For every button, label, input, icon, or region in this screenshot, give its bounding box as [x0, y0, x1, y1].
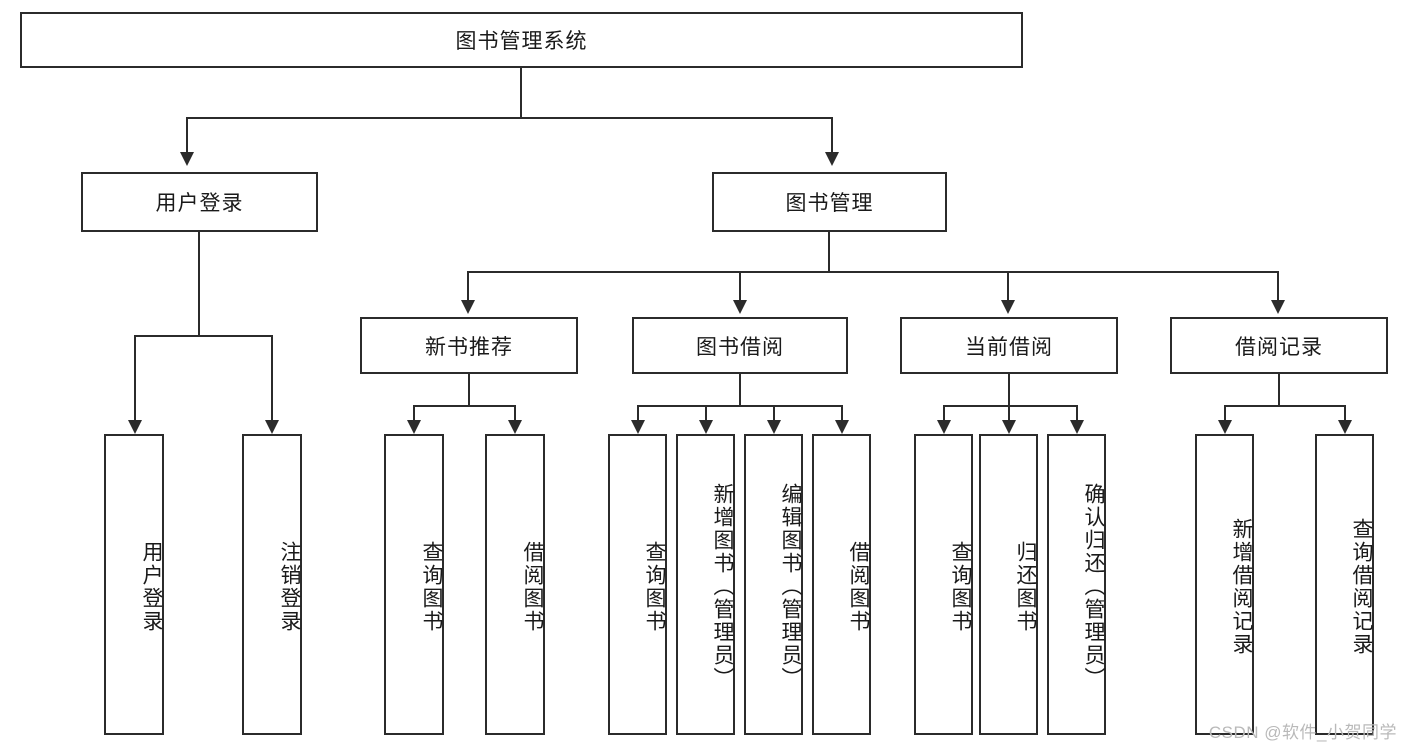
node-label: 查询图书	[420, 540, 443, 633]
edge-current-borrow-to-leaf-2	[1008, 405, 1010, 421]
edge-root-to-book-mgmt	[831, 117, 833, 153]
node-root-system[interactable]: 图书管理系统	[20, 12, 1023, 68]
node-label: 借阅记录	[1235, 335, 1323, 359]
arrowhead-current-borrow-leaf-2	[1002, 420, 1016, 434]
arrowhead-new-book	[461, 300, 475, 314]
watermark-text: CSDN @软件_小贺同学	[1208, 723, 1397, 742]
arrowhead-current-borrow-leaf-1	[937, 420, 951, 434]
node-label: 确认归还（管理员）	[1082, 483, 1105, 690]
edge-current-borrow-bus	[943, 405, 1077, 407]
edge-book-mgmt-to-new-book	[467, 271, 469, 301]
node-label: 新增借阅记录	[1230, 517, 1253, 656]
arrowhead-book-borrow-leaf-1	[631, 420, 645, 434]
node-borrow-record[interactable]: 借阅记录	[1170, 317, 1388, 374]
leaf-book-borrow-query-book[interactable]: 查询图书	[608, 434, 667, 735]
edge-user-login-bus	[134, 335, 273, 337]
leaf-borrow-record-add-record[interactable]: 新增借阅记录	[1195, 434, 1254, 735]
node-user-login[interactable]: 用户登录	[81, 172, 318, 232]
arrowhead-new-book-leaf-2	[508, 420, 522, 434]
edge-book-borrow-bus	[637, 405, 843, 407]
leaf-book-borrow-borrow-book[interactable]: 借阅图书	[812, 434, 871, 735]
arrowhead-new-book-leaf-1	[407, 420, 421, 434]
arrowhead-borrow-record-leaf-2	[1338, 420, 1352, 434]
node-label: 用户登录	[155, 192, 244, 215]
leaf-user-login-login[interactable]: 用户登录	[104, 434, 164, 735]
edge-user-login-to-leaf-2	[271, 335, 273, 421]
node-label: 注销登录	[278, 540, 301, 633]
node-label: 借阅图书	[521, 540, 544, 633]
arrowhead-book-borrow-leaf-4	[835, 420, 849, 434]
edge-borrow-record-to-leaf-1	[1224, 405, 1226, 421]
edge-book-mgmt-bus	[467, 271, 1279, 273]
leaf-new-book-query-book[interactable]: 查询图书	[384, 434, 444, 735]
edge-user-login-stem	[198, 232, 200, 336]
edge-book-mgmt-stem	[828, 232, 830, 273]
node-label: 查询借阅记录	[1350, 517, 1373, 656]
edge-root-stem	[520, 68, 522, 118]
node-label: 归还图书	[1014, 540, 1037, 633]
edge-root-bus	[186, 117, 833, 119]
edge-book-mgmt-to-current-borrow	[1007, 271, 1009, 301]
edge-new-book-to-leaf-1	[413, 405, 415, 421]
node-label: 查询图书	[643, 540, 666, 633]
edge-current-borrow-to-leaf-3	[1076, 405, 1078, 421]
arrowhead-current-borrow	[1001, 300, 1015, 314]
arrowhead-book-mgmt	[825, 152, 839, 166]
edge-new-book-bus	[413, 405, 515, 407]
node-new-book-recommend[interactable]: 新书推荐	[360, 317, 578, 374]
arrowhead-book-borrow	[733, 300, 747, 314]
arrowhead-user-login-leaf-2	[265, 420, 279, 434]
leaf-user-login-logout[interactable]: 注销登录	[242, 434, 302, 735]
arrowhead-user-login	[180, 152, 194, 166]
arrowhead-borrow-record-leaf-1	[1218, 420, 1232, 434]
node-label: 新增图书（管理员）	[711, 483, 734, 690]
edge-borrow-record-bus	[1224, 405, 1346, 407]
node-label: 新书推荐	[425, 335, 513, 359]
leaf-book-borrow-edit-book[interactable]: 编辑图书（管理员）	[744, 434, 803, 735]
edge-book-borrow-stem	[739, 374, 741, 406]
arrowhead-borrow-record	[1271, 300, 1285, 314]
leaf-new-book-borrow-book[interactable]: 借阅图书	[485, 434, 545, 735]
edge-book-borrow-to-leaf-3	[773, 405, 775, 421]
leaf-current-borrow-confirm-return[interactable]: 确认归还（管理员）	[1047, 434, 1106, 735]
edge-current-borrow-stem	[1008, 374, 1010, 406]
node-label: 借阅图书	[847, 540, 870, 633]
edge-book-mgmt-to-book-borrow	[739, 271, 741, 301]
node-current-borrow[interactable]: 当前借阅	[900, 317, 1118, 374]
node-label: 图书管理	[785, 192, 874, 215]
node-label: 图书管理系统	[455, 30, 588, 53]
edge-new-book-stem	[468, 374, 470, 406]
edge-borrow-record-stem	[1278, 374, 1280, 406]
arrowhead-user-login-leaf-1	[128, 420, 142, 434]
edge-new-book-to-leaf-2	[514, 405, 516, 421]
node-label: 当前借阅	[965, 335, 1053, 359]
leaf-current-borrow-return-book[interactable]: 归还图书	[979, 434, 1038, 735]
edge-book-borrow-to-leaf-2	[705, 405, 707, 421]
leaf-current-borrow-query-book[interactable]: 查询图书	[914, 434, 973, 735]
arrowhead-book-borrow-leaf-3	[767, 420, 781, 434]
edge-user-login-to-leaf-1	[134, 335, 136, 421]
leaf-book-borrow-add-book[interactable]: 新增图书（管理员）	[676, 434, 735, 735]
edge-book-mgmt-to-borrow-record	[1277, 271, 1279, 301]
edge-current-borrow-to-leaf-1	[943, 405, 945, 421]
node-label: 查询图书	[949, 540, 972, 633]
node-book-management[interactable]: 图书管理	[712, 172, 947, 232]
edge-borrow-record-to-leaf-2	[1344, 405, 1346, 421]
node-book-borrow[interactable]: 图书借阅	[632, 317, 848, 374]
arrowhead-current-borrow-leaf-3	[1070, 420, 1084, 434]
edge-book-borrow-to-leaf-4	[841, 405, 843, 421]
node-label: 图书借阅	[696, 335, 784, 359]
node-label: 用户登录	[140, 540, 163, 633]
edge-root-to-user-login	[186, 117, 188, 153]
node-label: 编辑图书（管理员）	[779, 483, 802, 690]
leaf-borrow-record-query-record[interactable]: 查询借阅记录	[1315, 434, 1374, 735]
edge-book-borrow-to-leaf-1	[637, 405, 639, 421]
arrowhead-book-borrow-leaf-2	[699, 420, 713, 434]
